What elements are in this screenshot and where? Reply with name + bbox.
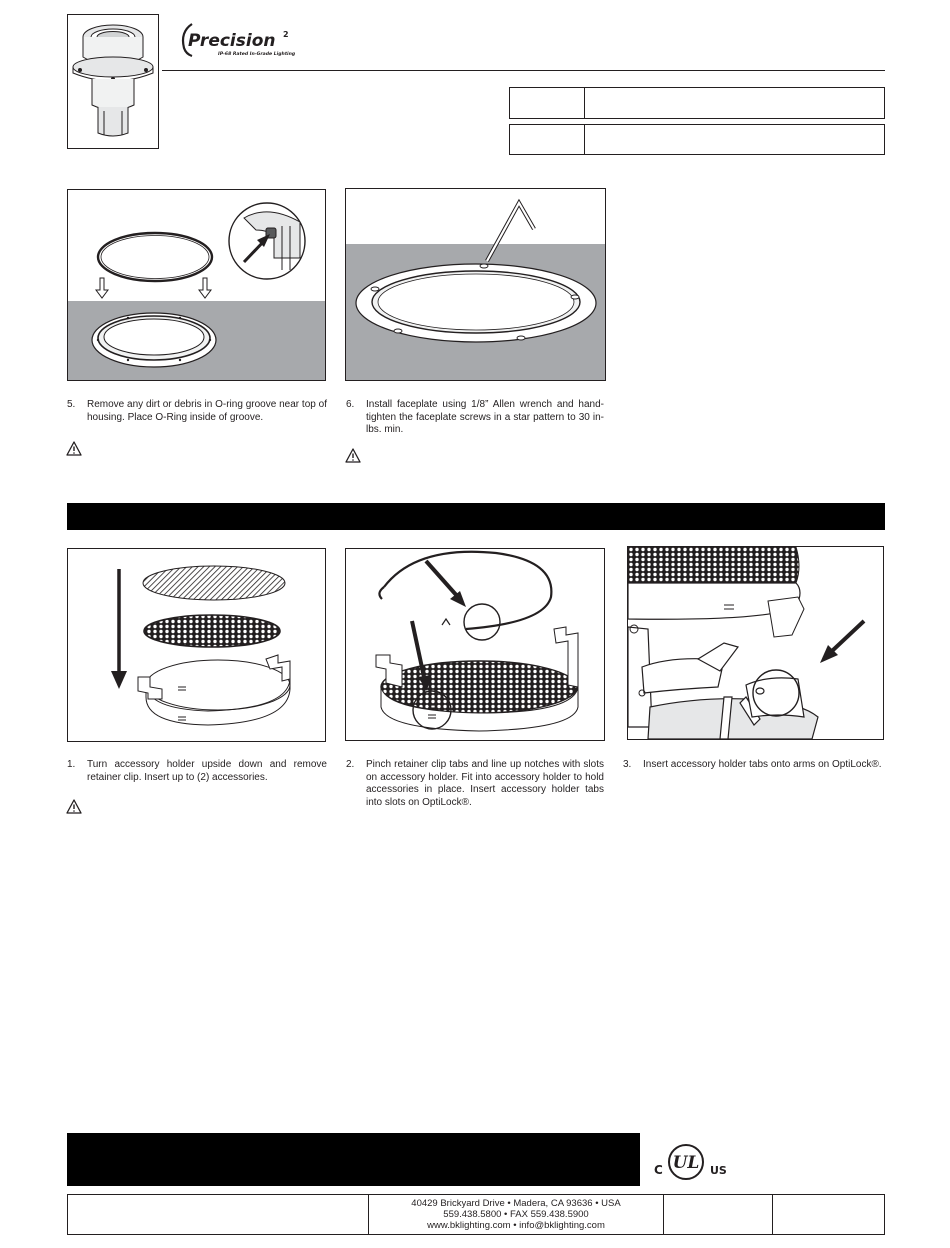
- step-number: 3.: [623, 759, 632, 770]
- accessory-holder: [375, 626, 579, 732]
- logo-tagline: IP-68 Rated In-Grade Lighting: [218, 51, 296, 57]
- footer-divider: [772, 1195, 773, 1234]
- header-info-box-1: [509, 87, 885, 119]
- ul-right-letters: US: [710, 1164, 727, 1177]
- fixture-illustration: [72, 24, 154, 137]
- faceplate-screws: [370, 263, 580, 341]
- arrow-icon: [111, 569, 127, 689]
- ul-left-letter: C: [654, 1163, 663, 1177]
- step-text: Insert accessory holder tabs onto arms o…: [643, 759, 882, 770]
- accessory-step-1: 1. Turn accessory holder upside down and…: [67, 759, 327, 784]
- allen-wrench-icon: [485, 198, 536, 263]
- logo-swoosh: [181, 23, 193, 58]
- warning-triangle-icon: [345, 448, 361, 463]
- footer-divider: [663, 1195, 664, 1234]
- header-info-box-2-label-cell: [510, 125, 585, 154]
- step-text: Install faceplate using 1/8” Allen wrenc…: [366, 399, 604, 436]
- arrow-icon: [410, 620, 431, 691]
- figure-accessory-holder: [67, 548, 326, 742]
- detail-callout: [463, 603, 501, 641]
- brand-logo: Precision 2 IP-68 Rated In-Grade Lightin…: [178, 20, 308, 60]
- step-number: 2.: [346, 759, 355, 770]
- step-number: 1.: [67, 759, 76, 770]
- figure-oring-install: [67, 189, 326, 381]
- accessory-holder: [137, 654, 291, 726]
- accessory-holder-tab: [745, 677, 805, 718]
- logo-superscript: 2: [283, 30, 289, 39]
- logo-wordmark: Precision: [188, 31, 275, 51]
- arrow-icon: [424, 559, 466, 607]
- footer-divider: [368, 1195, 369, 1234]
- detail-callout: [228, 202, 306, 280]
- detail-callout: [752, 669, 800, 717]
- ul-circle: [668, 1144, 704, 1180]
- product-thumbnail: [67, 14, 159, 149]
- footer-contact-table: 40429 Brickyard Drive • Madera, CA 93636…: [67, 1194, 885, 1235]
- oring: [96, 231, 214, 283]
- install-step-6: 6. Install faceplate using 1/8” Allen wr…: [346, 399, 604, 437]
- header-info-box-1-label-cell: [510, 88, 585, 118]
- arrow-icon: [198, 277, 212, 299]
- arrow-icon: [820, 619, 866, 663]
- contact-block: 40429 Brickyard Drive • Madera, CA 93636…: [369, 1198, 663, 1231]
- figure-retainer-clip: [345, 548, 605, 741]
- arrow-icon: [242, 234, 270, 264]
- header-rule: [162, 70, 885, 71]
- install-step-5: 5. Remove any dirt or debris in O-ring g…: [67, 399, 327, 424]
- step-number: 5.: [67, 399, 76, 410]
- step-text: Pinch retainer clip tabs and line up not…: [366, 759, 604, 808]
- web-line: www.bklighting.com • info@bklighting.com: [427, 1220, 605, 1231]
- warning-triangle-icon: [66, 799, 82, 814]
- louver-accessory: [142, 565, 286, 601]
- phone-line: 559.438.5800 • FAX 559.438.5900: [443, 1209, 589, 1220]
- retainer-clip: [383, 550, 553, 631]
- detail-callout: [412, 690, 452, 730]
- step-number: 6.: [346, 399, 355, 410]
- step-text: Turn accessory holder upside down and re…: [87, 759, 327, 783]
- step-text: Remove any dirt or debris in O-ring groo…: [87, 399, 327, 423]
- accessory-holder: [628, 547, 805, 638]
- arrow-icon: [95, 277, 109, 299]
- ul-logo: UL: [673, 1153, 700, 1173]
- figure-optilock-mount: [627, 546, 884, 740]
- address-line: 40429 Brickyard Drive • Madera, CA 93636…: [411, 1198, 621, 1209]
- ul-certification-mark: C UL US: [652, 1138, 736, 1182]
- honeycomb-accessory: [143, 614, 281, 648]
- header-info-box-2: [509, 124, 885, 155]
- accessory-step-2: 2. Pinch retainer clip tabs and line up …: [346, 759, 604, 809]
- warning-triangle-icon: [66, 441, 82, 456]
- accessory-step-3: 3. Insert accessory holder tabs onto arm…: [623, 759, 884, 772]
- section-header-bar: [67, 503, 885, 530]
- figure-faceplate-install: [345, 188, 606, 381]
- footer-bar: [67, 1133, 640, 1186]
